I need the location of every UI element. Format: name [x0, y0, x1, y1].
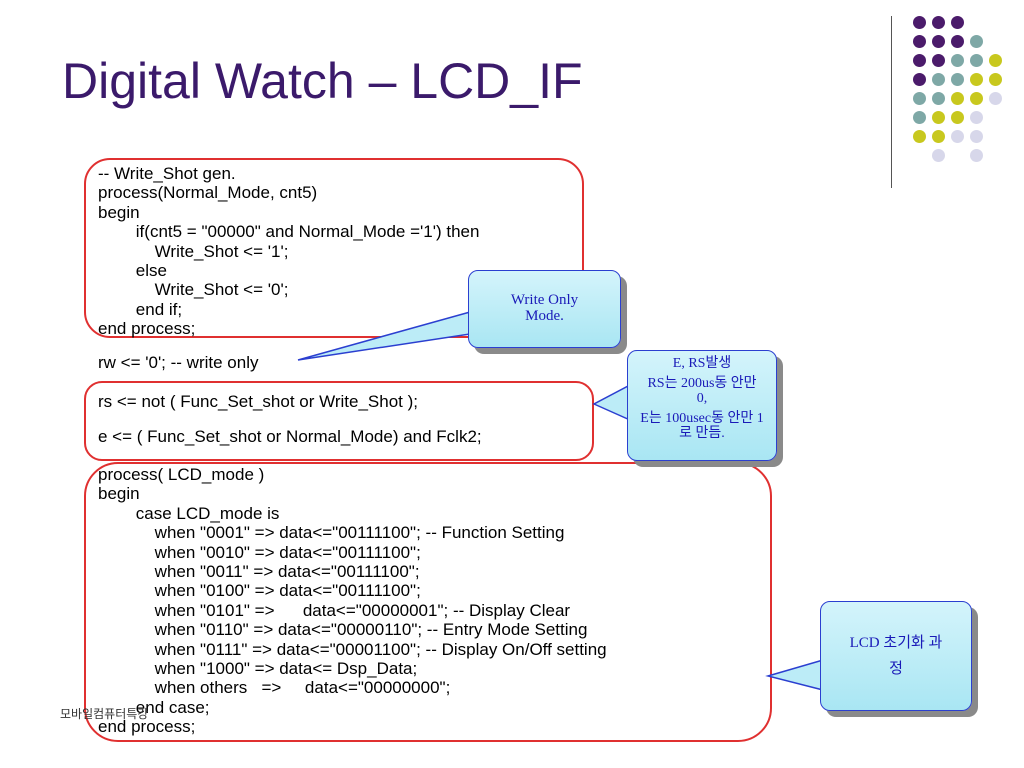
- dot: [970, 92, 983, 105]
- dot: [970, 130, 983, 143]
- dot: [932, 92, 945, 105]
- rs-e-box: [84, 381, 594, 461]
- dot: [932, 35, 945, 48]
- dot: [970, 111, 983, 124]
- e-rs-callout-e-text: E는 100usec동 안만 1로 만듬.: [640, 411, 764, 441]
- lcd-init-callout-text: LCD 초기화 과정: [849, 635, 943, 677]
- dot: [932, 54, 945, 67]
- dot: [951, 35, 964, 48]
- title-divider: [891, 16, 892, 188]
- dot: [913, 16, 926, 29]
- lcd-init-callout: LCD 초기화 과정: [820, 601, 972, 711]
- dot: [913, 35, 926, 48]
- dot: [951, 130, 964, 143]
- dot: [932, 16, 945, 29]
- dot: [970, 149, 983, 162]
- dot: [932, 111, 945, 124]
- write-shot-box: [84, 158, 584, 338]
- rw-assignment: rw <= '0'; -- write only: [98, 353, 259, 372]
- dot: [989, 73, 1002, 86]
- dot: [932, 73, 945, 86]
- dot: [951, 54, 964, 67]
- lcd-init-callout-tail: [765, 659, 824, 691]
- dot: [913, 54, 926, 67]
- dot: [951, 16, 964, 29]
- lcd-process-box: [84, 462, 772, 742]
- dot: [989, 54, 1002, 67]
- write-shot-process-code: -- Write_Shot gen. process(Normal_Mode, …: [98, 164, 480, 339]
- dot: [951, 73, 964, 86]
- slide-title: Digital Watch – LCD_IF: [62, 53, 583, 109]
- e-rs-callout-title: E, RS발생: [672, 356, 732, 371]
- dot: [970, 73, 983, 86]
- dot: [932, 149, 945, 162]
- dot: [989, 92, 1002, 105]
- e-rs-callout-tail: [592, 383, 631, 422]
- write-only-callout-tail: [297, 311, 471, 361]
- e-rs-callout-rs-text: RS는 200us동 안만 0,: [647, 376, 757, 406]
- lcd-mode-process-code: process( LCD_mode ) begin case LCD_mode …: [98, 465, 607, 737]
- rs-assignment: rs <= not ( Func_Set_shot or Write_Shot …: [98, 392, 419, 411]
- dot: [970, 54, 983, 67]
- dot: [913, 73, 926, 86]
- e-rs-callout: E, RS발생 RS는 200us동 안만 0, E는 100usec동 안만 …: [627, 350, 777, 461]
- dot: [951, 111, 964, 124]
- dot: [970, 35, 983, 48]
- slide-footer: 모바일컴퓨터특강: [60, 707, 149, 721]
- e-assignment: e <= ( Func_Set_shot or Normal_Mode) and…: [98, 427, 482, 446]
- dot: [913, 111, 926, 124]
- write-only-callout-text: Write Only Mode.: [510, 292, 579, 324]
- write-only-callout: Write Only Mode.: [468, 270, 621, 348]
- dot: [913, 130, 926, 143]
- dot: [951, 92, 964, 105]
- dot: [932, 130, 945, 143]
- dot: [913, 92, 926, 105]
